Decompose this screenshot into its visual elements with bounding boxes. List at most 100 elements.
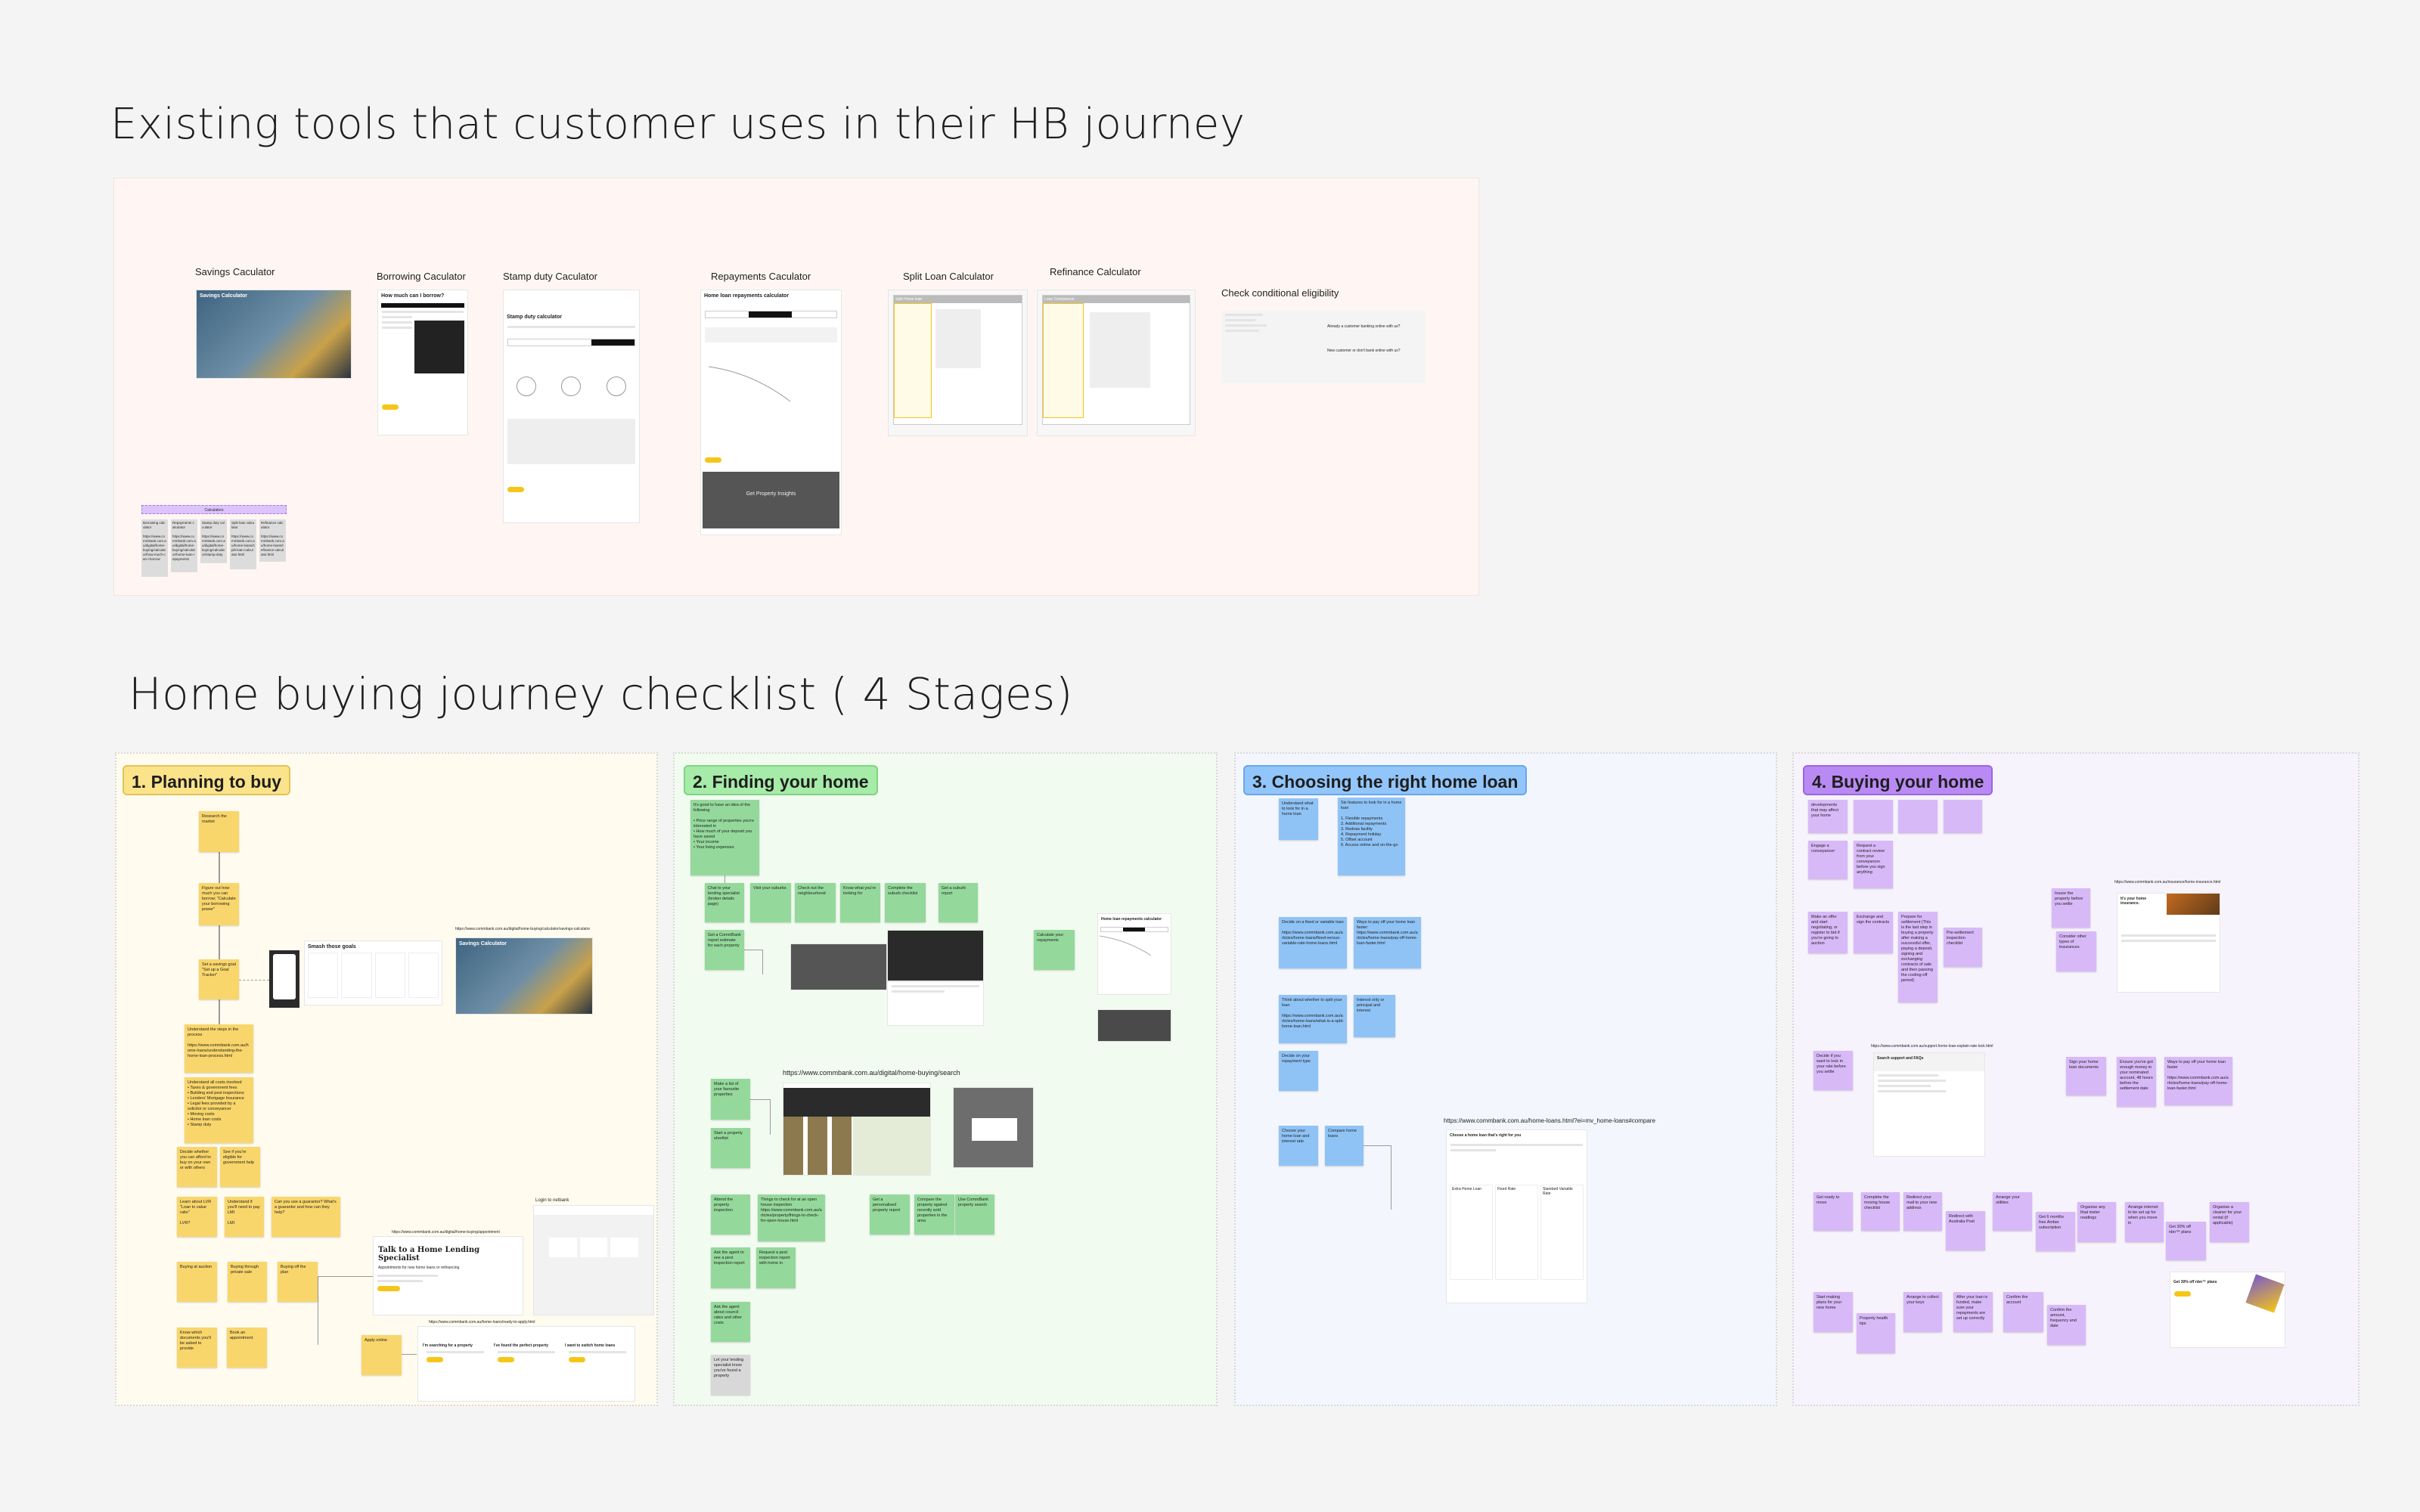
repayments-calculator-screenshot[interactable]: Home loan repayments calculator Get Prop… [700,290,842,535]
sticky-note[interactable]: Understand all costs involved • Taxes & … [185,1077,253,1143]
sticky-note[interactable]: Arrange your utilities [1993,1192,2032,1231]
sticky-note[interactable]: Request a pest inspection report with ho… [756,1247,796,1288]
sticky-note[interactable]: Prepare for settlement (This is the last… [1898,912,1938,1002]
sticky-note[interactable]: Insure the property before you settle [2052,888,2090,928]
property-search-screenshot[interactable] [783,1083,931,1176]
refinance-calculator-screenshot[interactable]: Loan Comparison [1037,290,1196,436]
goals-screenshot[interactable]: Smash those goals [304,940,442,1005]
sticky-note[interactable]: Compare home loans [1325,1126,1364,1166]
sticky-note[interactable]: Organise any final meter readings [2077,1202,2116,1242]
rate-lock-url[interactable]: https://www.commbank.com.au/support.home… [1871,1044,1993,1049]
sticky-note[interactable]: Arrange internet to be set up for when y… [2125,1202,2164,1242]
stage-2-frame[interactable] [673,752,1218,1406]
home-insurance-screenshot[interactable]: It's your home insurance. [2117,893,2220,993]
sticky-note[interactable]: Get a personalised property report [870,1194,910,1235]
sticky-note[interactable]: Know which documents you'll be asked to … [177,1328,217,1368]
apply-button[interactable] [498,1357,514,1362]
sticky-note[interactable]: Figure out how much you can borrow; "Cal… [199,883,239,925]
sticky-note[interactable]: Decide on a fixed or variable loan https… [1279,917,1347,968]
sticky-note[interactable]: Let your lending specialist know you've … [711,1355,750,1395]
stage-2-label[interactable]: 2. Finding your home [684,765,878,795]
stamp-duty-calculator-screenshot[interactable]: Stamp duty calculator [503,290,640,523]
sticky-note[interactable]: Confirm the amount, frequency and date [2047,1305,2086,1345]
property-map-screenshot[interactable] [953,1087,1034,1168]
sticky-note[interactable]: Property health tips [1857,1313,1895,1353]
sticky-note[interactable]: Decide on your repayment type [1279,1051,1318,1091]
sticky-note[interactable]: Use CommBank property search [955,1194,994,1235]
insurance-url[interactable]: https://www.commbank.com.au/insurance/ho… [2114,880,2221,885]
stage-4-label[interactable]: 4. Buying your home [1803,765,1993,795]
sticky-note[interactable]: Make a list of your favourite properties [711,1079,750,1120]
appointment-url[interactable]: https://www.commbank.com.au/digital/home… [392,1230,500,1235]
sticky-note[interactable]: Chat to your lending specialist (broker … [705,883,744,922]
sticky-note[interactable]: Complete the moving house checklist [1861,1192,1900,1231]
sticky-note[interactable]: Ask the agent about council rates and ot… [711,1302,750,1342]
sticky-note[interactable]: Decide if you want to lock in your rate … [1813,1051,1853,1090]
apply-url[interactable]: https://www.commbank.com.au/home-loans/r… [429,1320,535,1325]
savings-calculator-screenshot[interactable]: Savings Calculator [455,937,593,1015]
sticky-note[interactable]: Get 6 months free Amber subscription [2036,1212,2075,1251]
sticky-note[interactable]: It's good to have an idea of the followi… [690,800,759,875]
sticky-note[interactable] [1898,800,1938,833]
sticky-note[interactable]: Buying at auction [177,1262,217,1302]
sticky-note[interactable]: Understand what to look for in a home lo… [1279,798,1318,840]
savings-calculator-screenshot[interactable]: Savings Calculator [196,290,352,379]
sticky-note[interactable]: Think about whether to split your loan h… [1279,995,1347,1043]
sticky-note[interactable]: Six features to look for in a home loan … [1338,798,1405,875]
sticky-note[interactable]: Compare the property against recently so… [914,1194,954,1235]
sticky-note[interactable]: Ask the agent to see a pest inspection r… [711,1247,750,1288]
sticky-note[interactable]: Interest only or principal and interest [1354,995,1395,1037]
sticky-note[interactable]: Arrange to collect your keys [1903,1292,1942,1332]
sticky-note[interactable]: Decide whether you can afford to buy on … [177,1147,217,1187]
sticky-note[interactable]: Complete the suburb checklist [885,883,926,922]
goal-tracker-phone-screenshot[interactable] [269,950,299,1008]
repayments-calculator-screenshot[interactable]: Home loan repayments calculator [1097,913,1171,995]
sticky-note[interactable] [1944,800,1982,833]
sticky-note[interactable]: Attend the property inspection [711,1194,750,1235]
apply-online-screenshot[interactable]: I'm searching for a property I've found … [417,1326,635,1402]
sticky-note[interactable]: Calculate your repayments [1034,930,1075,970]
eligibility-screenshot[interactable]: Already a customer banking online with u… [1221,311,1426,383]
sticky-note[interactable]: Ways to pay off your home loan faster: h… [1354,917,1421,968]
split-loan-calculator-screenshot[interactable]: Split Home loan [888,290,1028,436]
sticky-note[interactable]: Choose your home loan and interest rate [1279,1126,1318,1166]
rate-lock-faq-screenshot[interactable]: Search support and FAQs [1873,1052,1985,1157]
sticky-note[interactable] [1854,800,1893,833]
savings-calculator-url[interactable]: https://www.commbank.com.au/digital/home… [455,927,591,931]
sticky-note[interactable]: Things to check for at an open house ins… [758,1194,825,1241]
sticky-note[interactable]: Start a property shortlist [711,1128,750,1168]
nbn-promo-screenshot[interactable]: Get 30% off nbn™ plans [2170,1272,2285,1348]
home-lending-specialist-screenshot[interactable]: Talk to a Home Lending Specialist Appoin… [373,1236,523,1315]
sticky-note[interactable]: Organise a cleaner for your rental (if a… [2210,1202,2249,1242]
sticky-note[interactable]: Get a CommBank report estimate for each … [705,930,744,970]
sticky-note[interactable]: Make an offer and start negotiating, or … [1808,912,1848,953]
netbank-login-screenshot[interactable] [533,1205,654,1315]
sticky-note[interactable]: developments that may affect your home [1808,800,1848,833]
apply-button[interactable] [427,1357,443,1362]
sticky-note[interactable]: Redirect with Australia Post [1946,1211,1985,1250]
sticky-note[interactable]: Know what you're looking for [840,883,880,922]
sticky-note[interactable]: Ensure you've got enough money in your n… [2117,1057,2156,1107]
sticky-note[interactable]: Visit your suburbs [750,883,791,922]
stage-1-label[interactable]: 1. Planning to buy [123,765,291,795]
sticky-note[interactable]: Confirm the account [2003,1292,2043,1332]
sticky-note[interactable]: After your loan is funded, make sure you… [1953,1292,1993,1332]
sticky-note[interactable]: Get a suburb report [939,883,978,922]
sticky-note[interactable]: Ways to pay off your home loan faster ht… [2164,1057,2232,1105]
sticky-note[interactable]: Learn about LVR "Loan to value ratio" LV… [177,1197,217,1237]
sticky-note[interactable]: Get ready to move [1813,1192,1853,1231]
borrowing-calculator-screenshot[interactable]: How much can I borrow? [377,290,468,435]
sticky-note[interactable]: Understand if you'll need to pay LMI LMI [225,1197,264,1237]
sticky-note[interactable]: Engage a conveyancer [1808,841,1848,879]
search-url[interactable]: https://www.commbank.com.au/digital/home… [783,1069,960,1077]
property-report-screenshot[interactable] [887,930,984,981]
sticky-note[interactable]: Start making plans for your new home [1813,1292,1853,1332]
stage-3-label[interactable]: 3. Choosing the right home loan [1243,765,1528,795]
compare-home-loans-screenshot[interactable]: Choose a home loan that's right for you … [1446,1129,1587,1303]
sticky-note[interactable]: Can you use a guarantor? What's a guaran… [271,1197,340,1237]
sticky-note[interactable]: Buying through private sale [228,1262,267,1302]
sticky-note[interactable]: Set a savings goal "Set up a Goal Tracke… [199,959,239,999]
sticky-note[interactable]: Redirect your mail to your new address [1903,1192,1942,1231]
sticky-note[interactable]: See if you're eligible for government he… [220,1147,260,1187]
sticky-note[interactable]: Request a contract review from your conv… [1854,841,1893,888]
